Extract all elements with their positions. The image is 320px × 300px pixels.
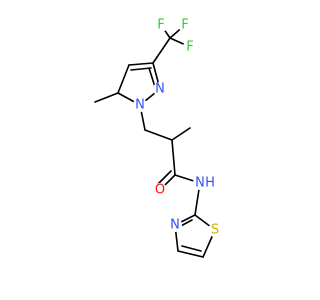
atom-h-amide-label: H: [205, 176, 215, 191]
atom-h-amide: H: [205, 176, 215, 191]
atom-f3-label: F: [186, 40, 193, 55]
atom-o-carbonyl: O: [153, 183, 167, 198]
bond-n2-c3-double: [148, 67, 156, 88]
bond-ch-carbonyl: [171, 139, 176, 176]
atom-labels: F F F N N O N H: [133, 18, 222, 238]
bond-c4-c5: [117, 64, 130, 94]
bond-c4-c5-double: [181, 245, 202, 252]
atom-n1-label: N: [135, 98, 145, 113]
atom-n2-pyrazole: N: [153, 82, 167, 97]
bond-ch2-ch: [144, 129, 173, 141]
bonds: [94, 24, 216, 258]
bond-c5-methyl: [94, 92, 119, 103]
atom-n1-pyrazole: N: [133, 98, 147, 113]
atom-f1: F: [154, 18, 168, 33]
bond-ch-methyl: [171, 127, 191, 141]
atom-n-thiazole: N: [168, 218, 182, 233]
atom-f2: F: [178, 18, 192, 33]
atom-f3: F: [183, 40, 197, 55]
bond-c3-c4-double: [130, 67, 152, 71]
atom-n-amide-label: N: [195, 176, 205, 191]
molecule-structure: F F F N N O N H: [94, 17, 222, 258]
bond-c4-c5: [177, 250, 204, 258]
atom-s-thiazole: S: [208, 223, 222, 238]
atom-n-thiazole-label: N: [170, 218, 180, 233]
atom-f2-label: F: [181, 18, 188, 33]
atom-o-label: O: [155, 183, 165, 198]
bond-cf3-ring: [152, 37, 171, 64]
atom-s-thiazole-label: S: [211, 223, 219, 238]
atom-n2-label: N: [155, 82, 165, 97]
bond-c3-c4: [128, 62, 154, 66]
atom-f1-label: F: [157, 18, 164, 33]
atom-n-amide: N: [193, 176, 207, 191]
